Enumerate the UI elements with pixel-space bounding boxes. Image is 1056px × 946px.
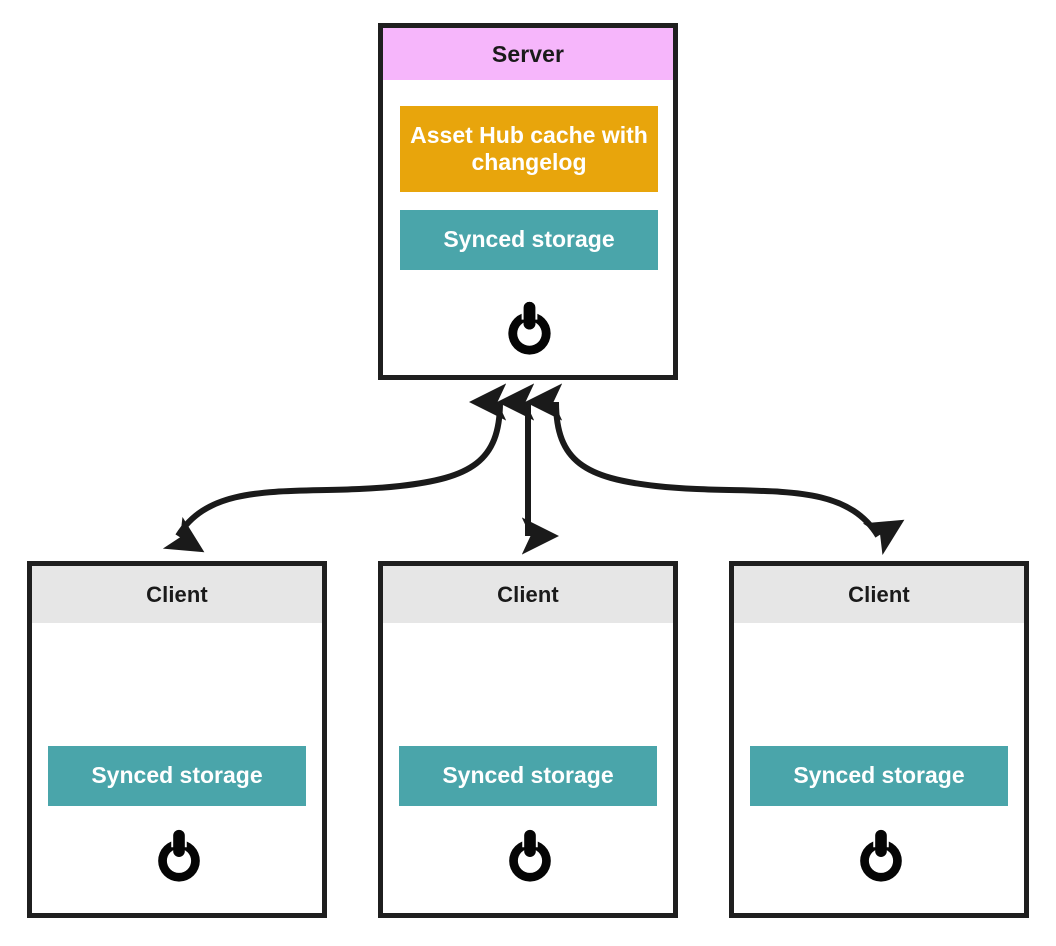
connection-server-client-1 <box>162 383 507 553</box>
connection-server-client-3 <box>525 383 905 556</box>
server-synced-storage-chip[interactable]: Synced storage <box>400 210 658 270</box>
client-1-synced-storage-label: Synced storage <box>91 762 263 789</box>
client-3-synced-storage-label: Synced storage <box>793 762 965 789</box>
client-3-power-icon[interactable] <box>850 824 912 886</box>
client-3-synced-storage-chip[interactable]: Synced storage <box>750 746 1008 806</box>
client-2-power-icon[interactable] <box>499 824 561 886</box>
server-asset-hub-cache-label: Asset Hub cache with changelog <box>410 121 648 175</box>
client-node-3[interactable]: Client Synced storage <box>729 561 1029 918</box>
client-2-synced-storage-chip[interactable]: Synced storage <box>399 746 657 806</box>
client-1-power-icon[interactable] <box>148 824 210 886</box>
server-power-icon[interactable] <box>498 296 561 359</box>
server-node[interactable]: Server Asset Hub cache with changelog Sy… <box>378 23 678 380</box>
server-title: Server <box>383 28 673 80</box>
client-1-synced-storage-chip[interactable]: Synced storage <box>48 746 306 806</box>
client-node-1[interactable]: Client Synced storage <box>27 561 327 918</box>
client-2-synced-storage-label: Synced storage <box>442 762 614 789</box>
server-synced-storage-label: Synced storage <box>443 226 615 253</box>
client-1-title: Client <box>32 566 322 623</box>
server-asset-hub-cache-chip[interactable]: Asset Hub cache with changelog <box>400 106 658 192</box>
client-2-title: Client <box>383 566 673 623</box>
client-node-2[interactable]: Client Synced storage <box>378 561 678 918</box>
client-3-title: Client <box>734 566 1024 623</box>
